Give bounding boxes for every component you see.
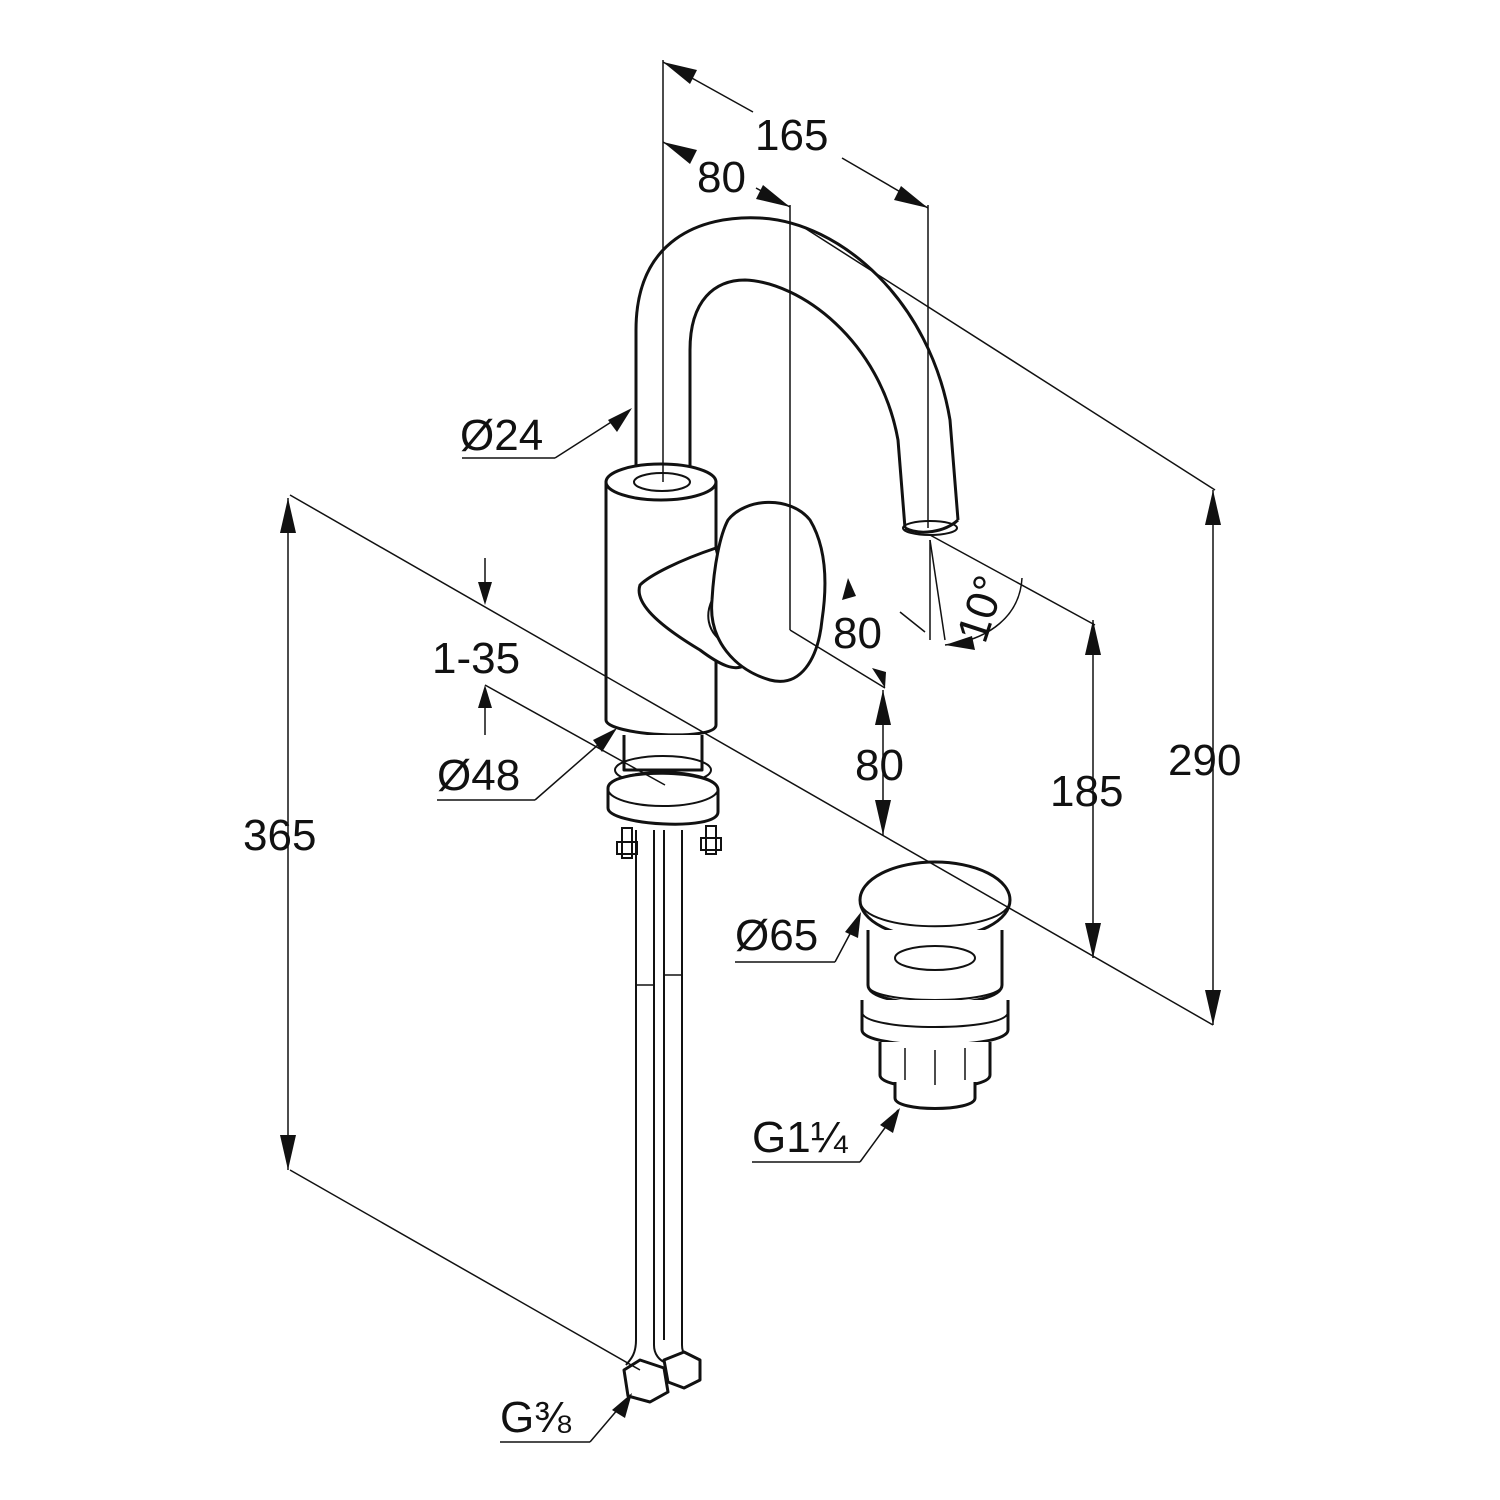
label-365: 365 (243, 811, 316, 860)
label-10-degrees: 10° (948, 570, 1015, 648)
base-washer (606, 771, 720, 826)
spout-tip (904, 518, 960, 534)
waste-ring-2 (861, 1011, 1009, 1028)
spout-inner (688, 278, 907, 529)
hose-nut-right (662, 1350, 702, 1390)
lever-paddle (710, 500, 827, 683)
label-185: 185 (1050, 767, 1123, 816)
label-80-top: 80 (697, 153, 746, 202)
label-80-handle-depth: 80 (833, 609, 882, 658)
waste-thread-body (893, 1082, 977, 1110)
waste-grate (894, 945, 976, 971)
label-80-handle-height: 80 (855, 741, 904, 790)
dimension-labels: 165 80 Ø24 10° 80 1-35 80 290 185 Ø48 36… (243, 111, 1241, 1442)
dimension-lines (280, 60, 1221, 1443)
faucet-illustration (604, 216, 960, 1404)
body-top (604, 462, 718, 502)
stud-right (705, 825, 717, 855)
label-ø48: Ø48 (437, 751, 520, 800)
label-1-35: 1-35 (432, 634, 520, 683)
stud-right-nut (700, 837, 722, 851)
label-290: 290 (1168, 736, 1241, 785)
label-165: 165 (755, 111, 828, 160)
spout-outer (634, 216, 960, 521)
stud-left-nut (616, 841, 638, 855)
hose-nut-left (622, 1358, 670, 1404)
supply-hoses (625, 830, 693, 1366)
lever-paddle-edge (707, 599, 721, 641)
label-ø65: Ø65 (735, 911, 818, 960)
base-neck (622, 735, 704, 772)
spout-collar (633, 472, 691, 492)
label-g3-8: G⅜ (500, 1393, 571, 1442)
label-g1-1-4: G1¼ (752, 1113, 849, 1162)
waste-illustration (858, 860, 1012, 1110)
base-washer-top (607, 771, 719, 807)
waste-body-1 (866, 930, 1004, 1006)
label-ø24: Ø24 (460, 411, 543, 460)
waste-cap-rim (859, 899, 1011, 928)
